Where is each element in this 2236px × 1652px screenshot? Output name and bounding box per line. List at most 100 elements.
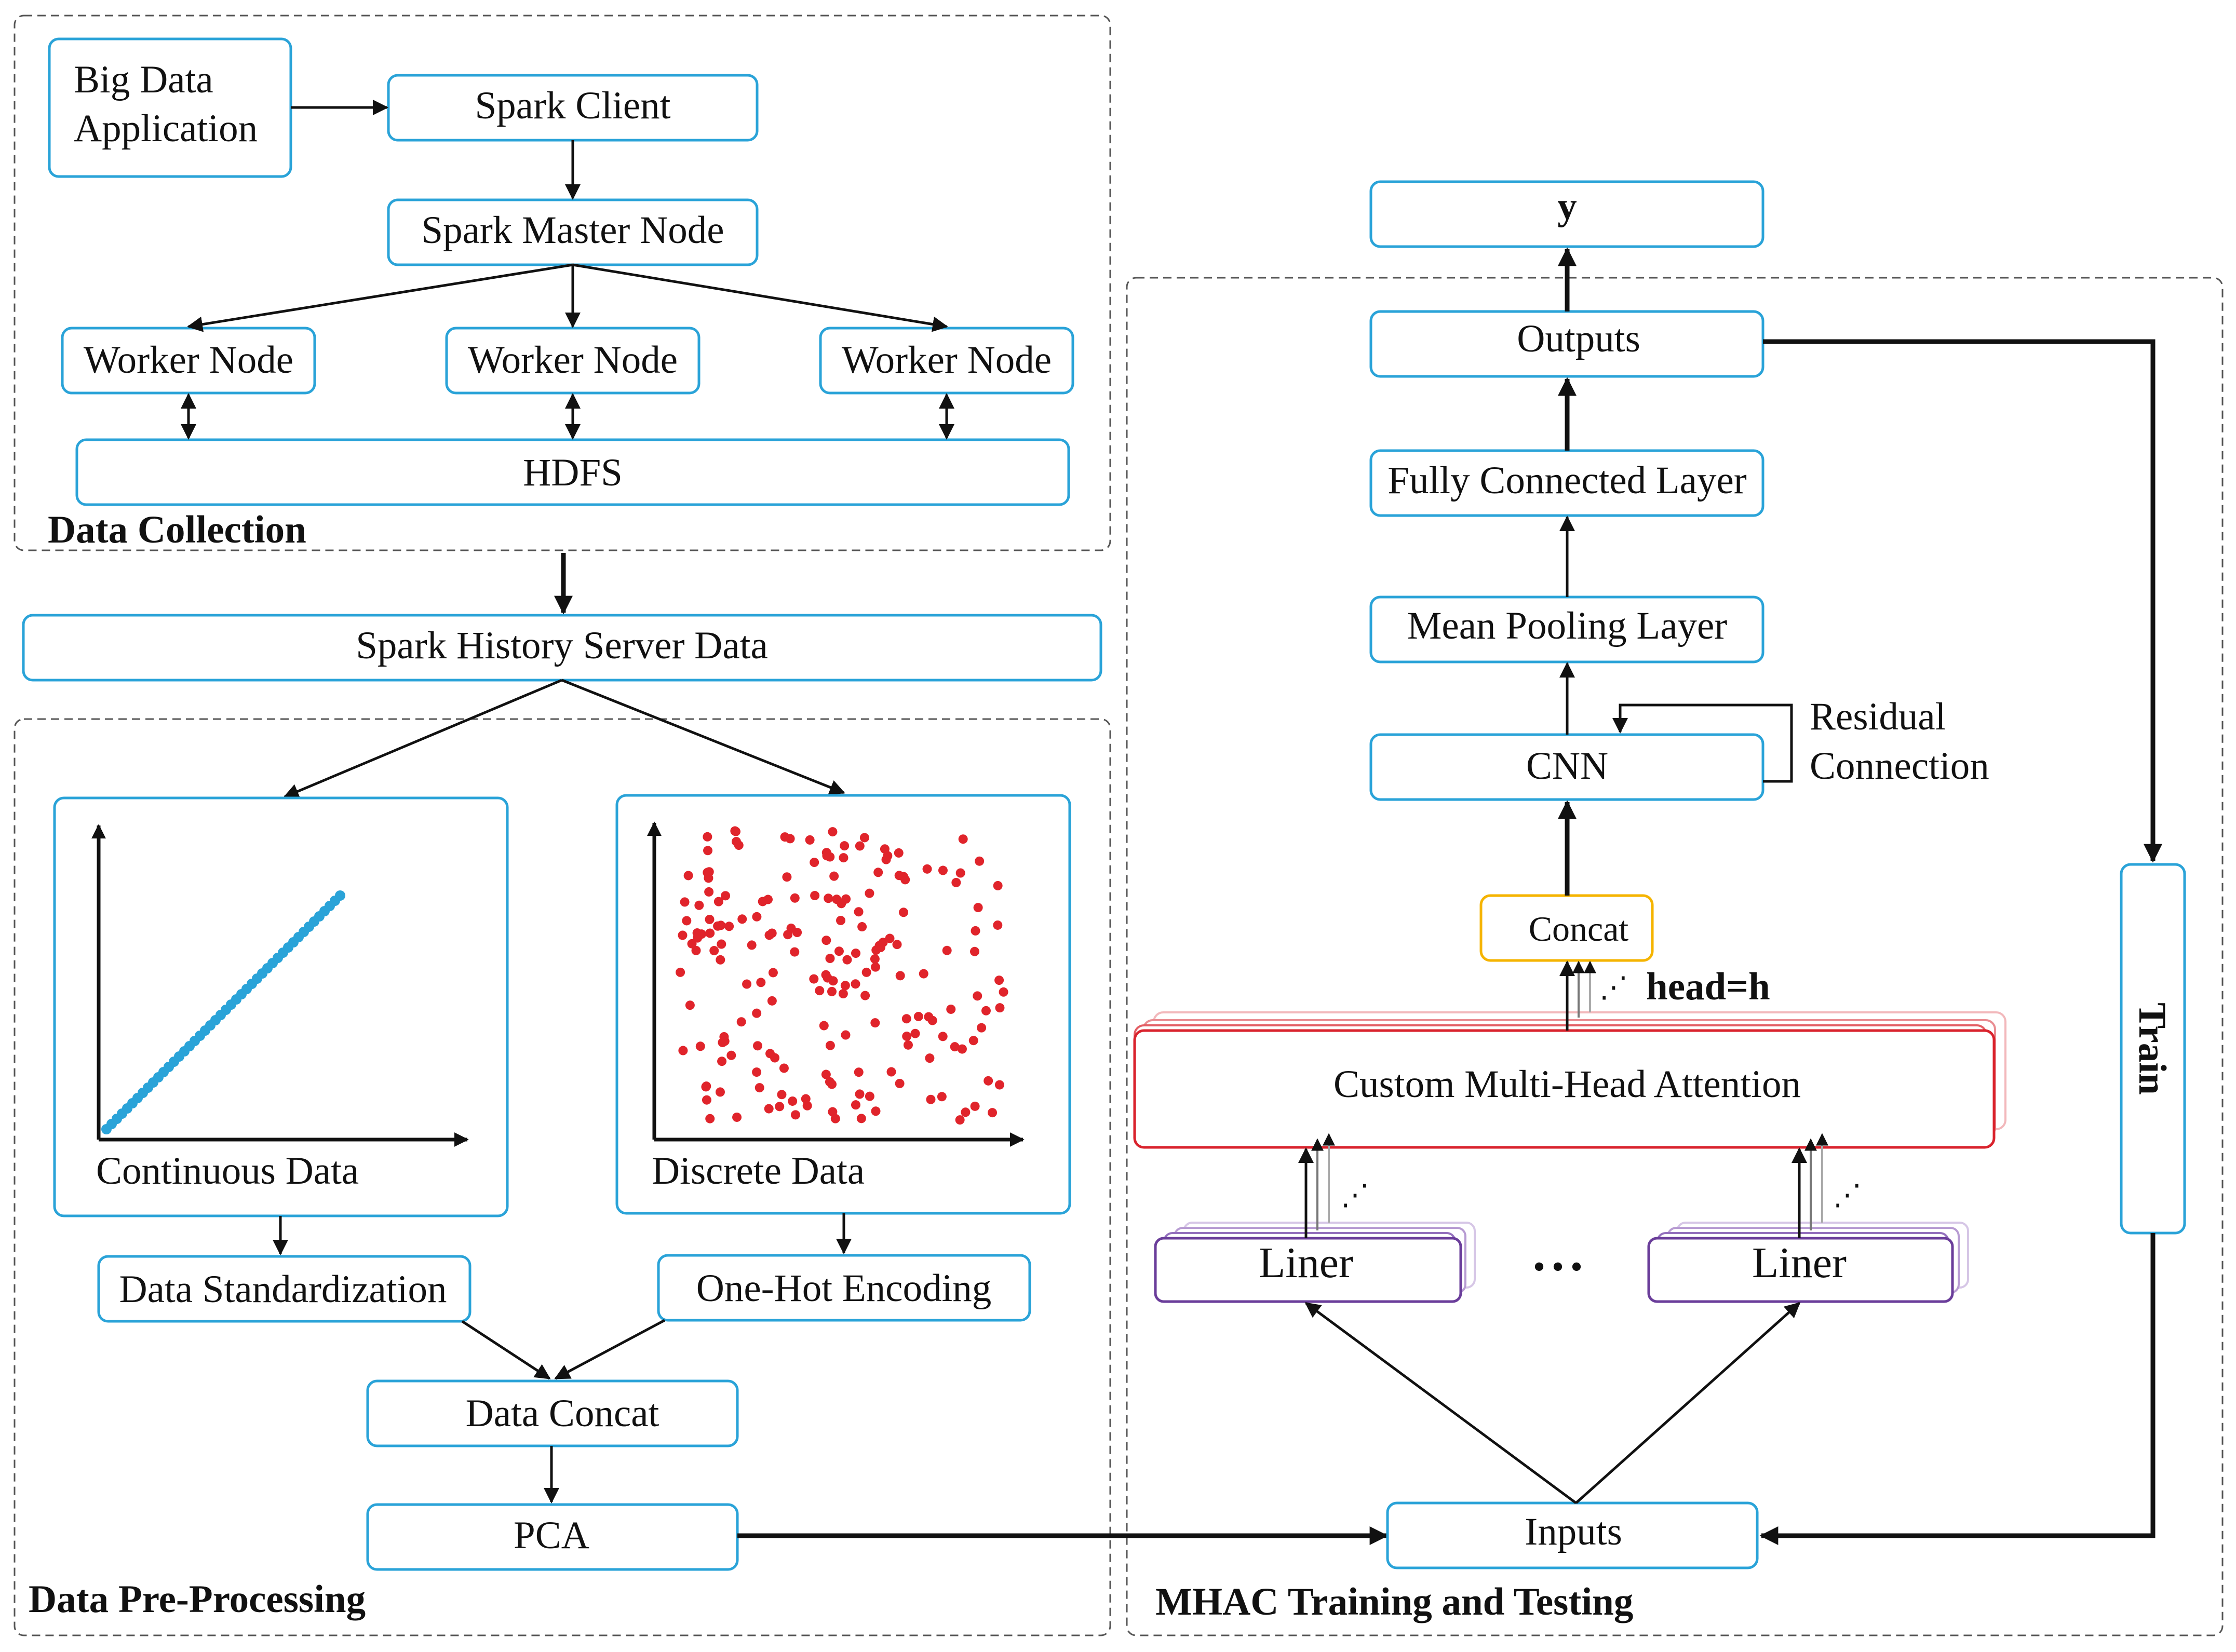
discrete-point: [716, 955, 725, 965]
discrete-point: [951, 877, 961, 887]
discrete-point: [819, 1021, 829, 1031]
discrete-point: [901, 1014, 911, 1024]
discrete-point: [841, 1030, 851, 1040]
discrete-point: [703, 832, 712, 842]
mhac-region: [1126, 277, 2224, 1636]
outputs-label: Outputs: [1517, 317, 1640, 360]
discrete-point: [713, 897, 723, 906]
discrete-point: [827, 986, 837, 996]
discrete-point: [821, 970, 831, 980]
discrete-point: [701, 1082, 711, 1092]
discrete-point: [938, 865, 948, 875]
hdfs-box: [75, 438, 1070, 506]
mean-pooling-layer-label: Mean Pooling Layer: [1407, 604, 1728, 647]
discrete-point: [837, 899, 846, 909]
discrete-point: [957, 1044, 967, 1054]
discrete-point: [717, 939, 726, 949]
discrete-point: [682, 916, 692, 926]
discrete-point: [731, 836, 741, 846]
continuous-point: [335, 890, 345, 901]
discrete-point: [881, 855, 891, 864]
discrete-point: [984, 1076, 993, 1086]
data-standardization-box: [97, 1255, 472, 1323]
discrete-point: [695, 1041, 705, 1051]
discrete-point: [925, 1053, 935, 1063]
discrete-point: [828, 827, 838, 837]
discrete-point: [973, 991, 982, 1001]
spark-client-label: Spark Client: [475, 84, 670, 127]
discrete-point: [878, 938, 888, 947]
discrete-point: [747, 940, 757, 950]
y-box: [1369, 180, 1764, 248]
discrete-point: [777, 1090, 787, 1100]
discrete-point: [752, 1008, 762, 1018]
train-label: Train: [2131, 1003, 2174, 1095]
discrete-point: [765, 1049, 775, 1059]
big-data-application-label-1: Big Data: [74, 58, 213, 101]
discrete-point: [919, 969, 928, 979]
discrete-point: [861, 967, 871, 977]
discrete-point: [703, 846, 713, 856]
discrete-point: [678, 930, 688, 940]
discrete-point: [825, 954, 835, 964]
discrete-point: [885, 933, 895, 943]
discrete-point: [790, 893, 800, 903]
arrow-inputs-to-liner-left: [1304, 1302, 1577, 1505]
fully-connected-layer-label: Fully Connected Layer: [1388, 459, 1747, 502]
discrete-point: [691, 945, 701, 955]
discrete-point: [809, 974, 819, 984]
discrete-point: [713, 921, 723, 931]
discrete-point: [958, 834, 968, 844]
liner-left-label: Liner: [1259, 1239, 1353, 1287]
discrete-point: [968, 1036, 978, 1046]
data-collection-title: Data Collection: [48, 508, 306, 551]
discrete-point: [702, 1095, 711, 1105]
discrete-point: [880, 844, 890, 854]
discrete-point: [892, 940, 902, 950]
discrete-point: [703, 868, 712, 877]
discrete-point: [851, 949, 861, 958]
discrete-point: [709, 946, 719, 956]
discrete-point: [873, 868, 883, 877]
discrete-point: [705, 928, 715, 938]
discrete-point: [768, 968, 778, 978]
data-preprocessing-title: Data Pre-Processing: [29, 1578, 366, 1621]
one-hot-encoding-label: One-Hot Encoding: [696, 1267, 992, 1310]
continuous-points: [101, 890, 345, 1134]
discrete-point: [775, 1102, 785, 1112]
discrete-point: [994, 976, 1004, 985]
discrete-point: [736, 1017, 746, 1027]
discrete-point: [752, 1067, 762, 1077]
discrete-point: [851, 979, 860, 989]
big-data-application-label-2: Application: [74, 107, 258, 150]
discrete-point: [975, 856, 985, 866]
discrete-point: [790, 947, 800, 957]
discrete-point: [895, 971, 905, 981]
head-label: head=h: [1646, 965, 1770, 1008]
worker-node-1-label: Worker Node: [84, 338, 293, 382]
discrete-point: [865, 1091, 874, 1101]
discrete-point: [680, 897, 690, 907]
liner-right-label: Liner: [1752, 1239, 1847, 1287]
discrete-point: [705, 914, 715, 924]
discrete-point: [973, 903, 983, 913]
discrete-point: [988, 1108, 998, 1118]
discrete-point: [732, 1112, 742, 1122]
discrete-point: [705, 1114, 715, 1123]
discrete-point: [855, 841, 865, 851]
discrete-point: [756, 978, 766, 987]
discrete-point: [717, 1057, 727, 1066]
arrow-standardization-to-concat: [461, 1320, 551, 1380]
discrete-point: [810, 891, 820, 901]
discrete-point: [687, 939, 697, 949]
inputs-label: Inputs: [1525, 1510, 1622, 1553]
data-preprocessing-region: [14, 718, 1111, 1636]
discrete-point: [767, 996, 777, 1006]
discrete-point: [856, 1114, 866, 1123]
discrete-point: [724, 922, 734, 931]
discrete-point: [977, 1023, 987, 1033]
discrete-point: [821, 1069, 831, 1079]
discrete-point: [767, 928, 777, 938]
cnn-label: CNN: [1526, 744, 1608, 788]
discrete-point: [721, 891, 731, 901]
